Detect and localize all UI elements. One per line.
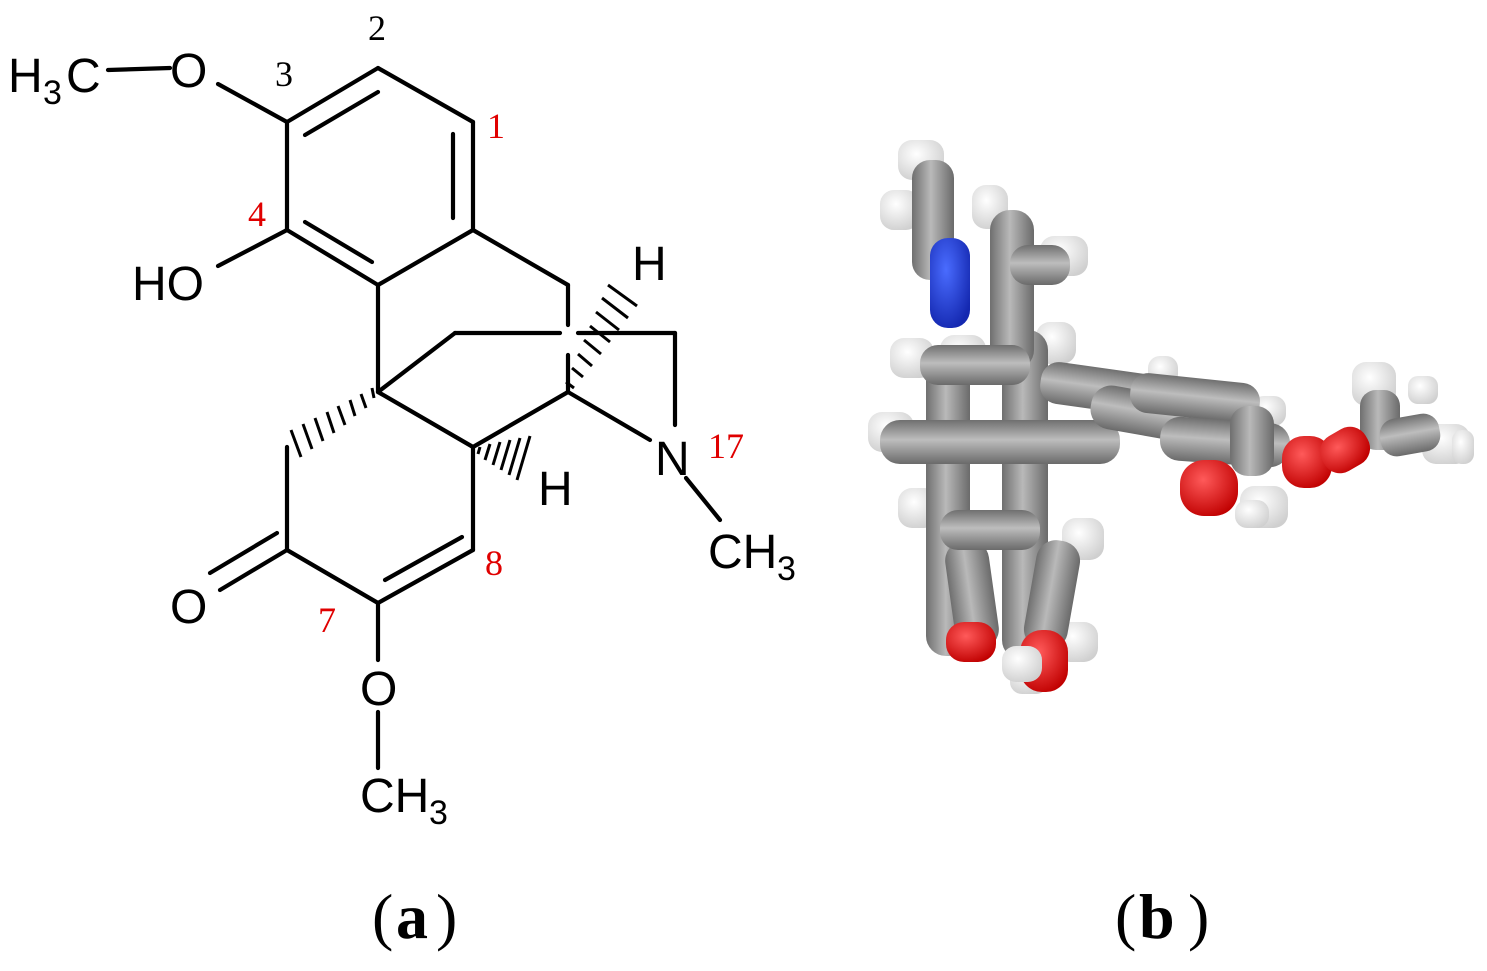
hashed-wedge-c14-h [476,435,532,481]
bond [215,227,290,269]
bond [217,547,290,593]
carbon-bonds [880,160,1441,660]
bond [470,227,571,288]
panel-label-a: ( a ) [372,881,457,952]
panel-label-b: ( b ) [1115,881,1209,952]
n-methyl-subscript: 3 [777,550,796,588]
position-number-17: 17 [708,426,744,466]
bond [375,330,458,395]
panel-letter-b: b [1139,881,1175,952]
bond [284,65,381,125]
position-number-2: 2 [368,8,386,48]
bond [302,219,375,265]
structural-formula: H 3 C O HO H H N CH 3 O O CH 3 1 2 3 4 7… [8,8,796,832]
bond [284,547,381,606]
position-number-4: 4 [248,194,266,234]
methyl-bottom-ch: CH [360,770,429,823]
hydrogen-c14: H [538,463,573,516]
bond [683,475,723,523]
stick-model-3d [868,140,1474,694]
svg-text:): ) [1188,881,1209,952]
nitrogen-atom [930,238,970,328]
bond [470,389,571,450]
bond [375,389,476,450]
hashed-wedge-c9-h [565,283,638,390]
hydrogen-c9: H [632,238,667,291]
position-number-3: 3 [275,54,293,94]
bond [382,534,465,583]
position-number-7: 7 [318,600,336,640]
bond [375,547,476,606]
bond [215,81,290,125]
methyl-bottom-subscript: 3 [429,794,448,832]
bond [375,227,476,288]
nitrogen-label: N [655,433,690,486]
svg-text:(: ( [1115,881,1136,952]
bond [207,530,280,576]
hydrogen-atoms-front [1002,376,1474,682]
bond [284,227,381,288]
oxygen-ketone: O [170,581,207,634]
h3c-top-c: C [66,50,101,103]
panel-letter-a: a [396,881,428,952]
hashed-wedge-c13-c15 [289,387,376,458]
oxygen-methoxy-bottom: O [360,663,397,716]
bond [375,65,476,125]
position-number-8: 8 [485,543,503,583]
svg-text:(: ( [372,881,393,952]
oxygen-methoxy-top: O [170,45,207,98]
n-methyl-ch: CH [708,526,777,579]
position-number-1: 1 [487,106,505,146]
bond [302,89,381,138]
hydroxyl-label: HO [132,258,204,311]
bond [105,65,173,73]
bond [565,389,653,443]
h3c-top-subscript: 3 [43,74,62,112]
h3c-top-h: H [8,50,43,103]
svg-text:): ) [436,881,457,952]
